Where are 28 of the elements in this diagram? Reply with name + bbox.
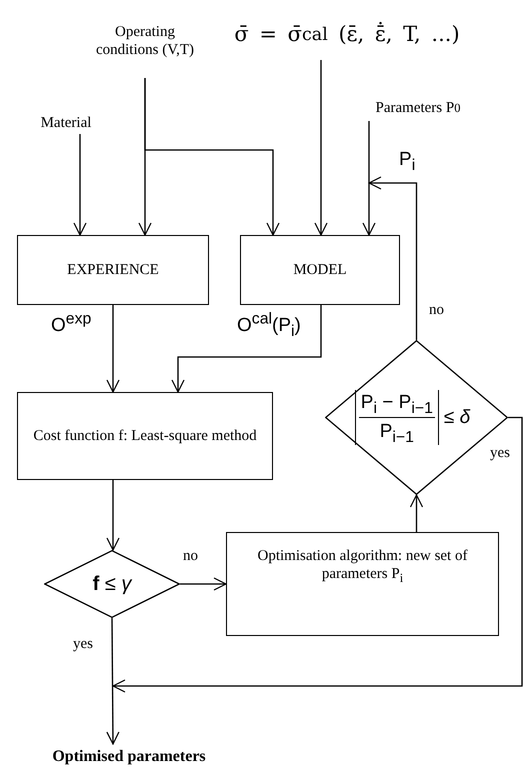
process-box [17,235,209,305]
condition-text: f ≤ γ [92,572,132,596]
arrow [112,416,523,693]
arrow [73,134,87,236]
box-text: Cost function f: Least-square method [32,427,258,445]
fraction-denominator: P$_{i−1}$ [380,420,414,443]
arrow [180,577,227,591]
condition-text: ≤ δ [444,406,470,428]
process-box [240,235,400,305]
process-box [17,392,273,480]
process-box [226,532,499,636]
parameter-label: P$_{i}$ [398,150,416,171]
arrow [106,618,120,745]
arrow [171,305,322,393]
fraction-numerator: P$_{i}$ − P$_{i−1}$ [358,392,435,418]
box-text: Optimisation algorithm: new set of parameters P$_{i}$ [256,547,468,583]
arrow [410,494,424,532]
input-label: Operating conditions (V,T) [93,4,197,78]
arrow [362,121,376,236]
box-text: MODEL [292,261,348,279]
box-text: EXPERIENCE [66,261,160,279]
output-label: Optimised parameters [16,744,242,770]
input-label: Material [24,112,108,134]
arrow [106,305,120,393]
arrow [368,176,418,340]
arrow [106,480,120,551]
arrow [314,60,328,236]
arrow [144,78,280,236]
